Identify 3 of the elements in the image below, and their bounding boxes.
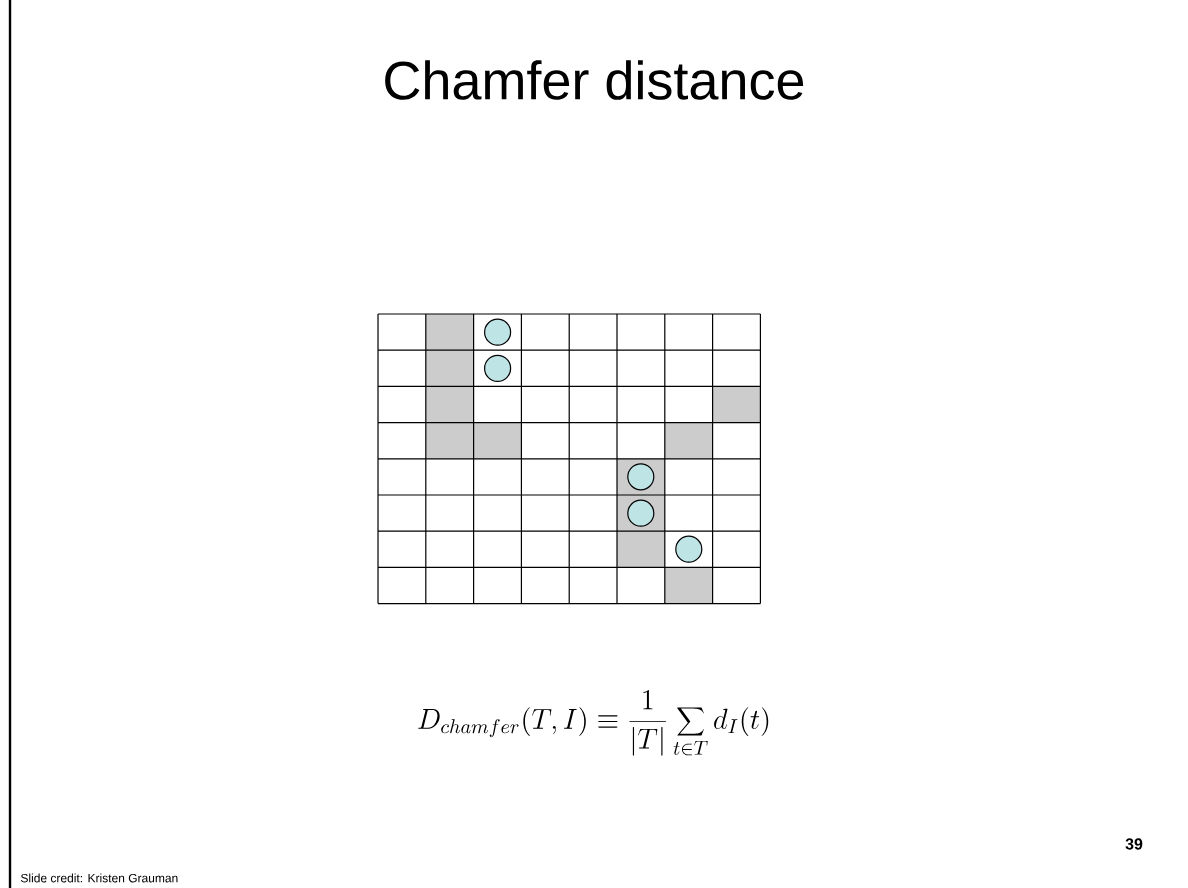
formula: $D_{chamfer}(T,I) \equiv \frac{1}{|T|} \sum_{t \in T} d_I(t)$	[418, 690, 769, 756]
page-number: 39	[1125, 838, 1143, 850]
slide-title: Chamfer distance	[385, 60, 804, 100]
